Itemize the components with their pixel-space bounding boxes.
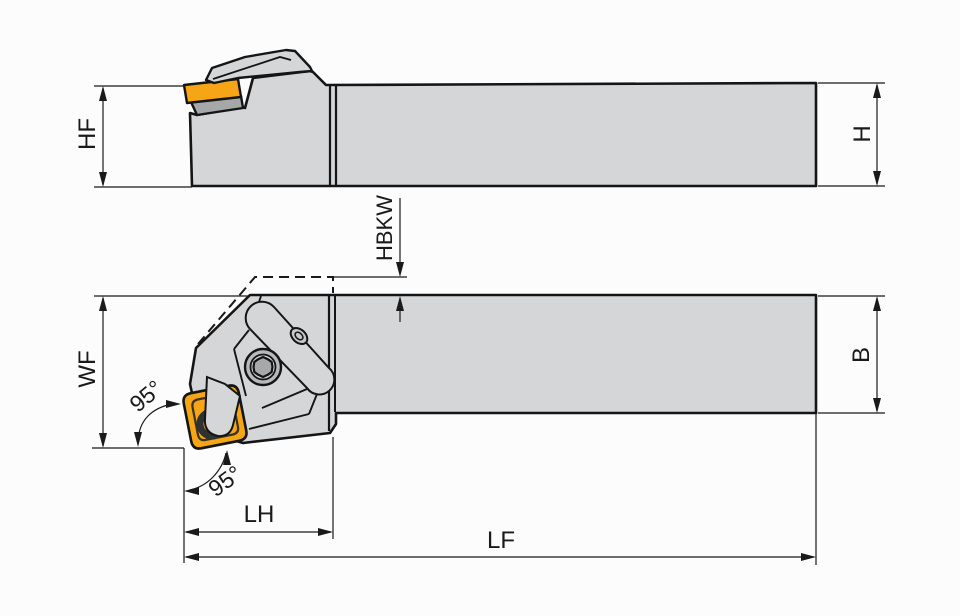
label-lf: LF — [487, 527, 515, 554]
b-dimension — [818, 295, 885, 414]
h-arrow-up — [873, 83, 881, 98]
clamp-nose — [203, 375, 242, 438]
side-view — [182, 48, 818, 188]
angle-upper-dimension — [134, 400, 181, 447]
lf-dimension — [184, 414, 817, 565]
wf-dimension — [92, 295, 249, 449]
plan-body — [188, 293, 818, 445]
pocket-line-c — [261, 388, 308, 409]
label-hf: HF — [74, 118, 101, 150]
pocket-line-d — [248, 413, 310, 430]
hf-arrow-up — [99, 86, 107, 101]
side-clamp-ridge-line — [212, 56, 292, 80]
plan-insert-group — [182, 327, 309, 450]
lh-arrow-left — [184, 528, 199, 536]
hbkw-arrow-down — [396, 262, 404, 277]
hbkw-arrow-up — [396, 296, 404, 311]
pocket-line-b — [233, 348, 247, 397]
torx-screw — [243, 347, 283, 387]
label-b: B — [848, 347, 875, 363]
label-lh: LH — [244, 501, 275, 528]
lh-arrow-right — [318, 528, 333, 536]
label-h: H — [849, 125, 876, 142]
angle-lower-arrow-left — [184, 487, 199, 495]
screw-torx-star — [252, 355, 274, 379]
pocket-line-e — [308, 393, 318, 415]
dimension-labels: HF H HBKW WF B 95° 95° LH LF — [74, 118, 876, 554]
clamp-pin — [289, 327, 309, 345]
plan-view — [188, 293, 818, 445]
wf-arrow-down — [99, 433, 107, 448]
lf-arrow-right — [801, 553, 816, 561]
hf-dimension — [94, 85, 192, 188]
label-angle-upper: 95° — [124, 375, 167, 417]
lf-arrow-left — [184, 553, 199, 561]
hbkw-dimension — [334, 198, 407, 322]
angle-upper-arrow-down — [134, 432, 142, 447]
pocket-line-a — [233, 329, 250, 350]
label-angle-lower: 95° — [203, 460, 246, 501]
b-arrow-down — [873, 398, 881, 413]
angle-lower-dimension — [183, 448, 231, 563]
b-arrow-up — [873, 296, 881, 311]
dimensions — [92, 82, 885, 565]
h-arrow-down — [873, 171, 881, 186]
lh-dimension — [184, 437, 334, 539]
wf-arrow-up — [99, 296, 107, 311]
label-hbkw: HBKW — [372, 195, 397, 261]
side-body — [188, 69, 818, 188]
angle-upper-arrow-right — [166, 400, 181, 408]
h-dimension — [818, 82, 885, 187]
hf-arrow-down — [99, 172, 107, 187]
clamp-bridge — [244, 300, 336, 396]
label-wf: WF — [74, 350, 101, 387]
angle-lower-arrow-up — [223, 450, 231, 465]
plan-clamp-mechanism — [233, 295, 336, 430]
